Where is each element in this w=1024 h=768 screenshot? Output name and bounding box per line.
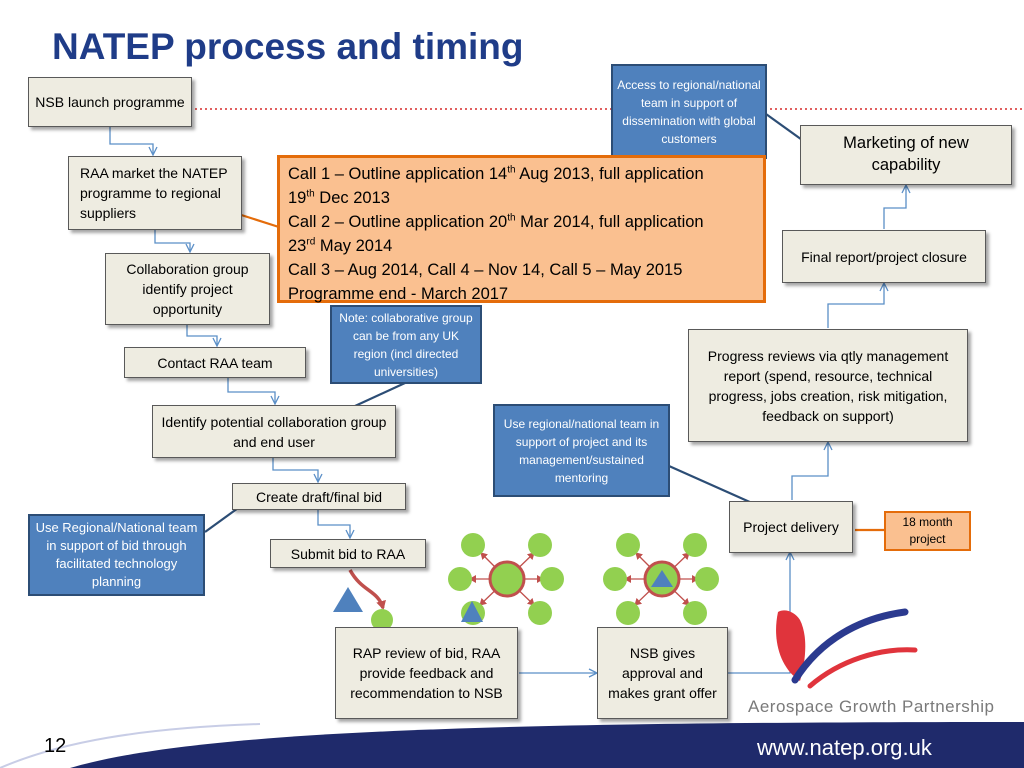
programme-end-line: Programme end - March 2017 <box>288 285 509 303</box>
call1-line2: 19th Dec 2013 <box>288 188 390 207</box>
page-number: 12 <box>44 735 67 757</box>
call2-line2: 23rd May 2014 <box>288 236 393 255</box>
submit-bid-box: Submit bid to RAA <box>270 539 426 568</box>
identify-collab-box: Identify potential collaboration group a… <box>152 405 396 458</box>
left-flow-arrows <box>109 127 350 537</box>
network-icon-right <box>603 533 719 625</box>
nsb-launch-box: NSB launch programme <box>28 77 192 127</box>
note-callout-line <box>354 382 406 407</box>
page-title: NATEP process and timing <box>52 26 524 67</box>
collab-group-box: Collaboration group identify project opp… <box>105 253 270 325</box>
call2-line1: Call 2 – Outline application 20th Mar 20… <box>288 212 704 231</box>
node-icon <box>371 609 393 631</box>
collab-note: Note: collaborative group can be from an… <box>330 305 482 384</box>
call1-line1: Call 1 – Outline application 14th Aug 20… <box>288 164 704 183</box>
submit-curved-arrow <box>348 569 386 610</box>
progress-reviews-box: Progress reviews via qtly management rep… <box>688 329 968 442</box>
raa-market-box: RAA market the NATEP programme to region… <box>68 156 242 230</box>
contact-raa-box: Contact RAA team <box>124 347 306 378</box>
call3-line: Call 3 – Aug 2014, Call 4 – Nov 14, Call… <box>288 261 683 279</box>
footer-bar <box>70 722 1024 768</box>
use-regional-note: Use regional/national team in support of… <box>493 404 670 497</box>
network-icon-left <box>448 533 564 625</box>
rap-review-box: RAP review of bid, RAA provide feedback … <box>335 627 518 719</box>
final-report-box: Final report/project closure <box>782 230 986 283</box>
footer-accent <box>0 723 261 768</box>
calls-timeline-box: Call 1 – Outline application 14th Aug 20… <box>277 155 766 303</box>
agp-logo-text: Aerospace Growth Partnership <box>748 697 995 716</box>
eighteen-month-box: 18 month project <box>884 511 971 551</box>
use-regional-bid-note: Use Regional/National team in support of… <box>28 514 205 596</box>
footer-url[interactable]: www.natep.org.uk <box>757 735 932 760</box>
use-regional-callout-line <box>668 464 753 505</box>
calls-callout-line <box>234 211 283 230</box>
create-bid-box: Create draft/final bid <box>232 483 406 510</box>
nsb-to-delivery-arrow <box>728 553 790 674</box>
nsb-gives-box: NSB gives approval and makes grant offer <box>597 627 728 719</box>
project-delivery-box: Project delivery <box>729 501 853 553</box>
triangle-icon <box>333 587 363 612</box>
agp-logo-mark <box>776 608 918 689</box>
right-flow-arrows <box>791 186 906 500</box>
access-note: Access to regional/national team in supp… <box>611 64 767 159</box>
marketing-box: Marketing of new capability <box>800 125 1012 185</box>
